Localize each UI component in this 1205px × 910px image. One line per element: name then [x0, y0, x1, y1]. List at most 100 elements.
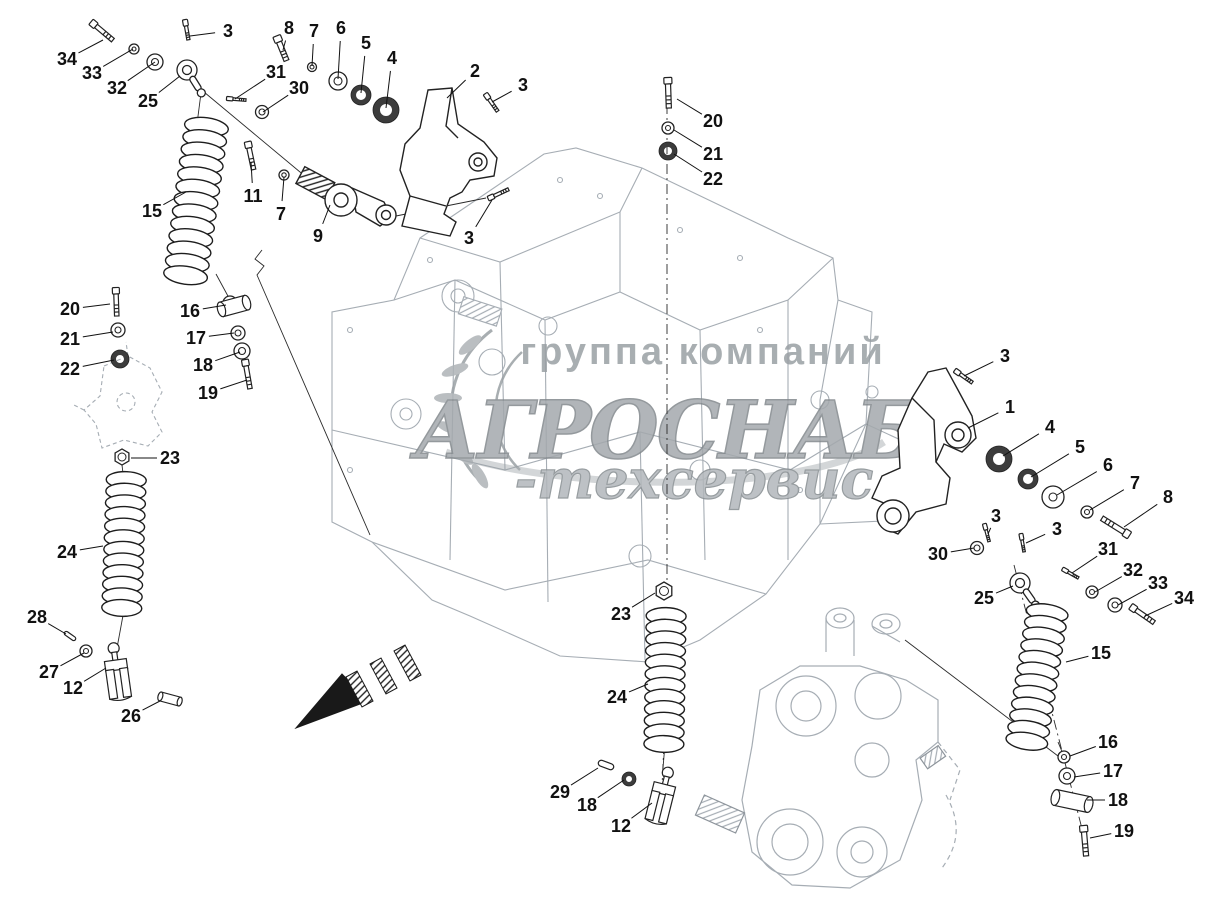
callout-18: 18 [1087, 788, 1130, 812]
callout-label: 12 [611, 816, 631, 836]
callout-23: 23 [131, 446, 182, 470]
bolt-31-right [1061, 566, 1080, 580]
nut-23-left [114, 448, 130, 466]
callout-label: 3 [223, 21, 233, 41]
callout-31: 31 [234, 60, 288, 100]
phantom-bracket-lineart [71, 341, 163, 449]
ring-5-top [350, 84, 372, 106]
bushing-4-right [985, 445, 1013, 473]
callout-31: 31 [1071, 537, 1120, 574]
washer-7-right [1080, 505, 1094, 519]
callout-25: 25 [972, 585, 1014, 610]
callout-34: 34 [55, 39, 104, 71]
bushing-4-top [372, 96, 400, 124]
washer-21-center [661, 121, 675, 135]
callout-34: 34 [1144, 586, 1196, 617]
washer-32-right [1085, 585, 1099, 599]
callout-8: 8 [1123, 485, 1175, 528]
bracket-1 [871, 367, 977, 535]
callout-label: 30 [289, 78, 309, 98]
washer-6-right [1041, 485, 1065, 509]
callout-22: 22 [673, 153, 725, 191]
washer-33-left [128, 43, 140, 55]
callout-label: 32 [1123, 560, 1143, 580]
callout-22: 22 [58, 357, 115, 381]
callout-label: 11 [243, 186, 262, 206]
watermark-sub: -техсервис [515, 447, 874, 511]
callout-28: 28 [25, 605, 67, 635]
callout-label: 9 [313, 226, 323, 246]
callout-3: 3 [987, 504, 1003, 535]
callout-label: 22 [703, 169, 723, 189]
spring-24-left [101, 470, 147, 618]
callout-12: 12 [61, 667, 107, 700]
callout-4: 4 [1002, 415, 1057, 457]
callout-label: 12 [63, 678, 83, 698]
splined-shaft-gearbox [694, 794, 746, 834]
callout-label: 24 [607, 687, 627, 707]
washer-16-right [1057, 750, 1071, 764]
callout-1: 1 [967, 395, 1017, 429]
sleeve-18-right [1050, 788, 1094, 814]
callout-label: 2 [470, 61, 480, 81]
bolt-31-left [225, 95, 247, 103]
callout-7: 7 [274, 176, 288, 226]
callout-label: 1 [1005, 397, 1015, 417]
callout-3: 3 [963, 344, 1012, 377]
callout-label: 23 [611, 604, 631, 624]
callout-21: 21 [58, 327, 114, 351]
callout-12: 12 [609, 802, 653, 838]
callout-label: 23 [160, 448, 180, 468]
callout-26: 26 [119, 700, 161, 728]
callout-label: 5 [1075, 437, 1085, 457]
bolt-20-center [663, 76, 673, 109]
spring-knob-gearbox [919, 744, 947, 770]
callout-7: 7 [307, 19, 321, 67]
rocker-9 [294, 165, 397, 227]
callout-33: 33 [80, 48, 134, 85]
pin-26 [157, 691, 183, 707]
callout-6: 6 [334, 16, 348, 80]
callout-label: 24 [57, 542, 77, 562]
callout-30: 30 [926, 542, 975, 566]
callout-3: 3 [1025, 517, 1064, 544]
washer-22-center [658, 141, 678, 161]
callout-label: 21 [60, 329, 80, 349]
washer-18-center [621, 771, 637, 787]
callout-4: 4 [385, 46, 399, 109]
callout-label: 3 [991, 506, 1001, 526]
watermark-swoosh [444, 439, 886, 486]
callout-label: 17 [186, 328, 206, 348]
callout-label: 33 [82, 63, 102, 83]
callout-6: 6 [1056, 453, 1115, 496]
washer-33-right [1107, 597, 1123, 613]
bolt-19-right [1078, 824, 1090, 857]
washer-27 [79, 644, 93, 658]
callout-label: 4 [1045, 417, 1055, 437]
callout-label: 15 [142, 201, 162, 221]
ring-5-right [1017, 468, 1039, 490]
callout-3: 3 [491, 73, 530, 103]
callout-label: 27 [39, 662, 59, 682]
callout-label: 30 [928, 544, 948, 564]
spring-15-right [1005, 603, 1069, 751]
callout-20: 20 [58, 297, 111, 321]
callout-29: 29 [548, 767, 599, 804]
callout-label: 31 [1098, 539, 1118, 559]
callout-27: 27 [37, 652, 85, 684]
callout-16: 16 [178, 299, 227, 323]
callout-label: 17 [1103, 761, 1123, 781]
callout-label: 20 [703, 111, 723, 131]
callout-8: 8 [282, 16, 296, 51]
pin-3-right-a [982, 522, 992, 543]
callout-label: 32 [107, 78, 127, 98]
callout-label: 22 [60, 359, 80, 379]
callout-24: 24 [605, 683, 649, 709]
bolt-34-left [88, 18, 116, 43]
callout-19: 19 [1089, 819, 1136, 843]
callout-16: 16 [1069, 730, 1120, 757]
callout-label: 31 [266, 62, 286, 82]
callout-11: 11 [241, 161, 265, 208]
callout-label: 25 [138, 91, 158, 111]
callout-18: 18 [575, 779, 625, 817]
